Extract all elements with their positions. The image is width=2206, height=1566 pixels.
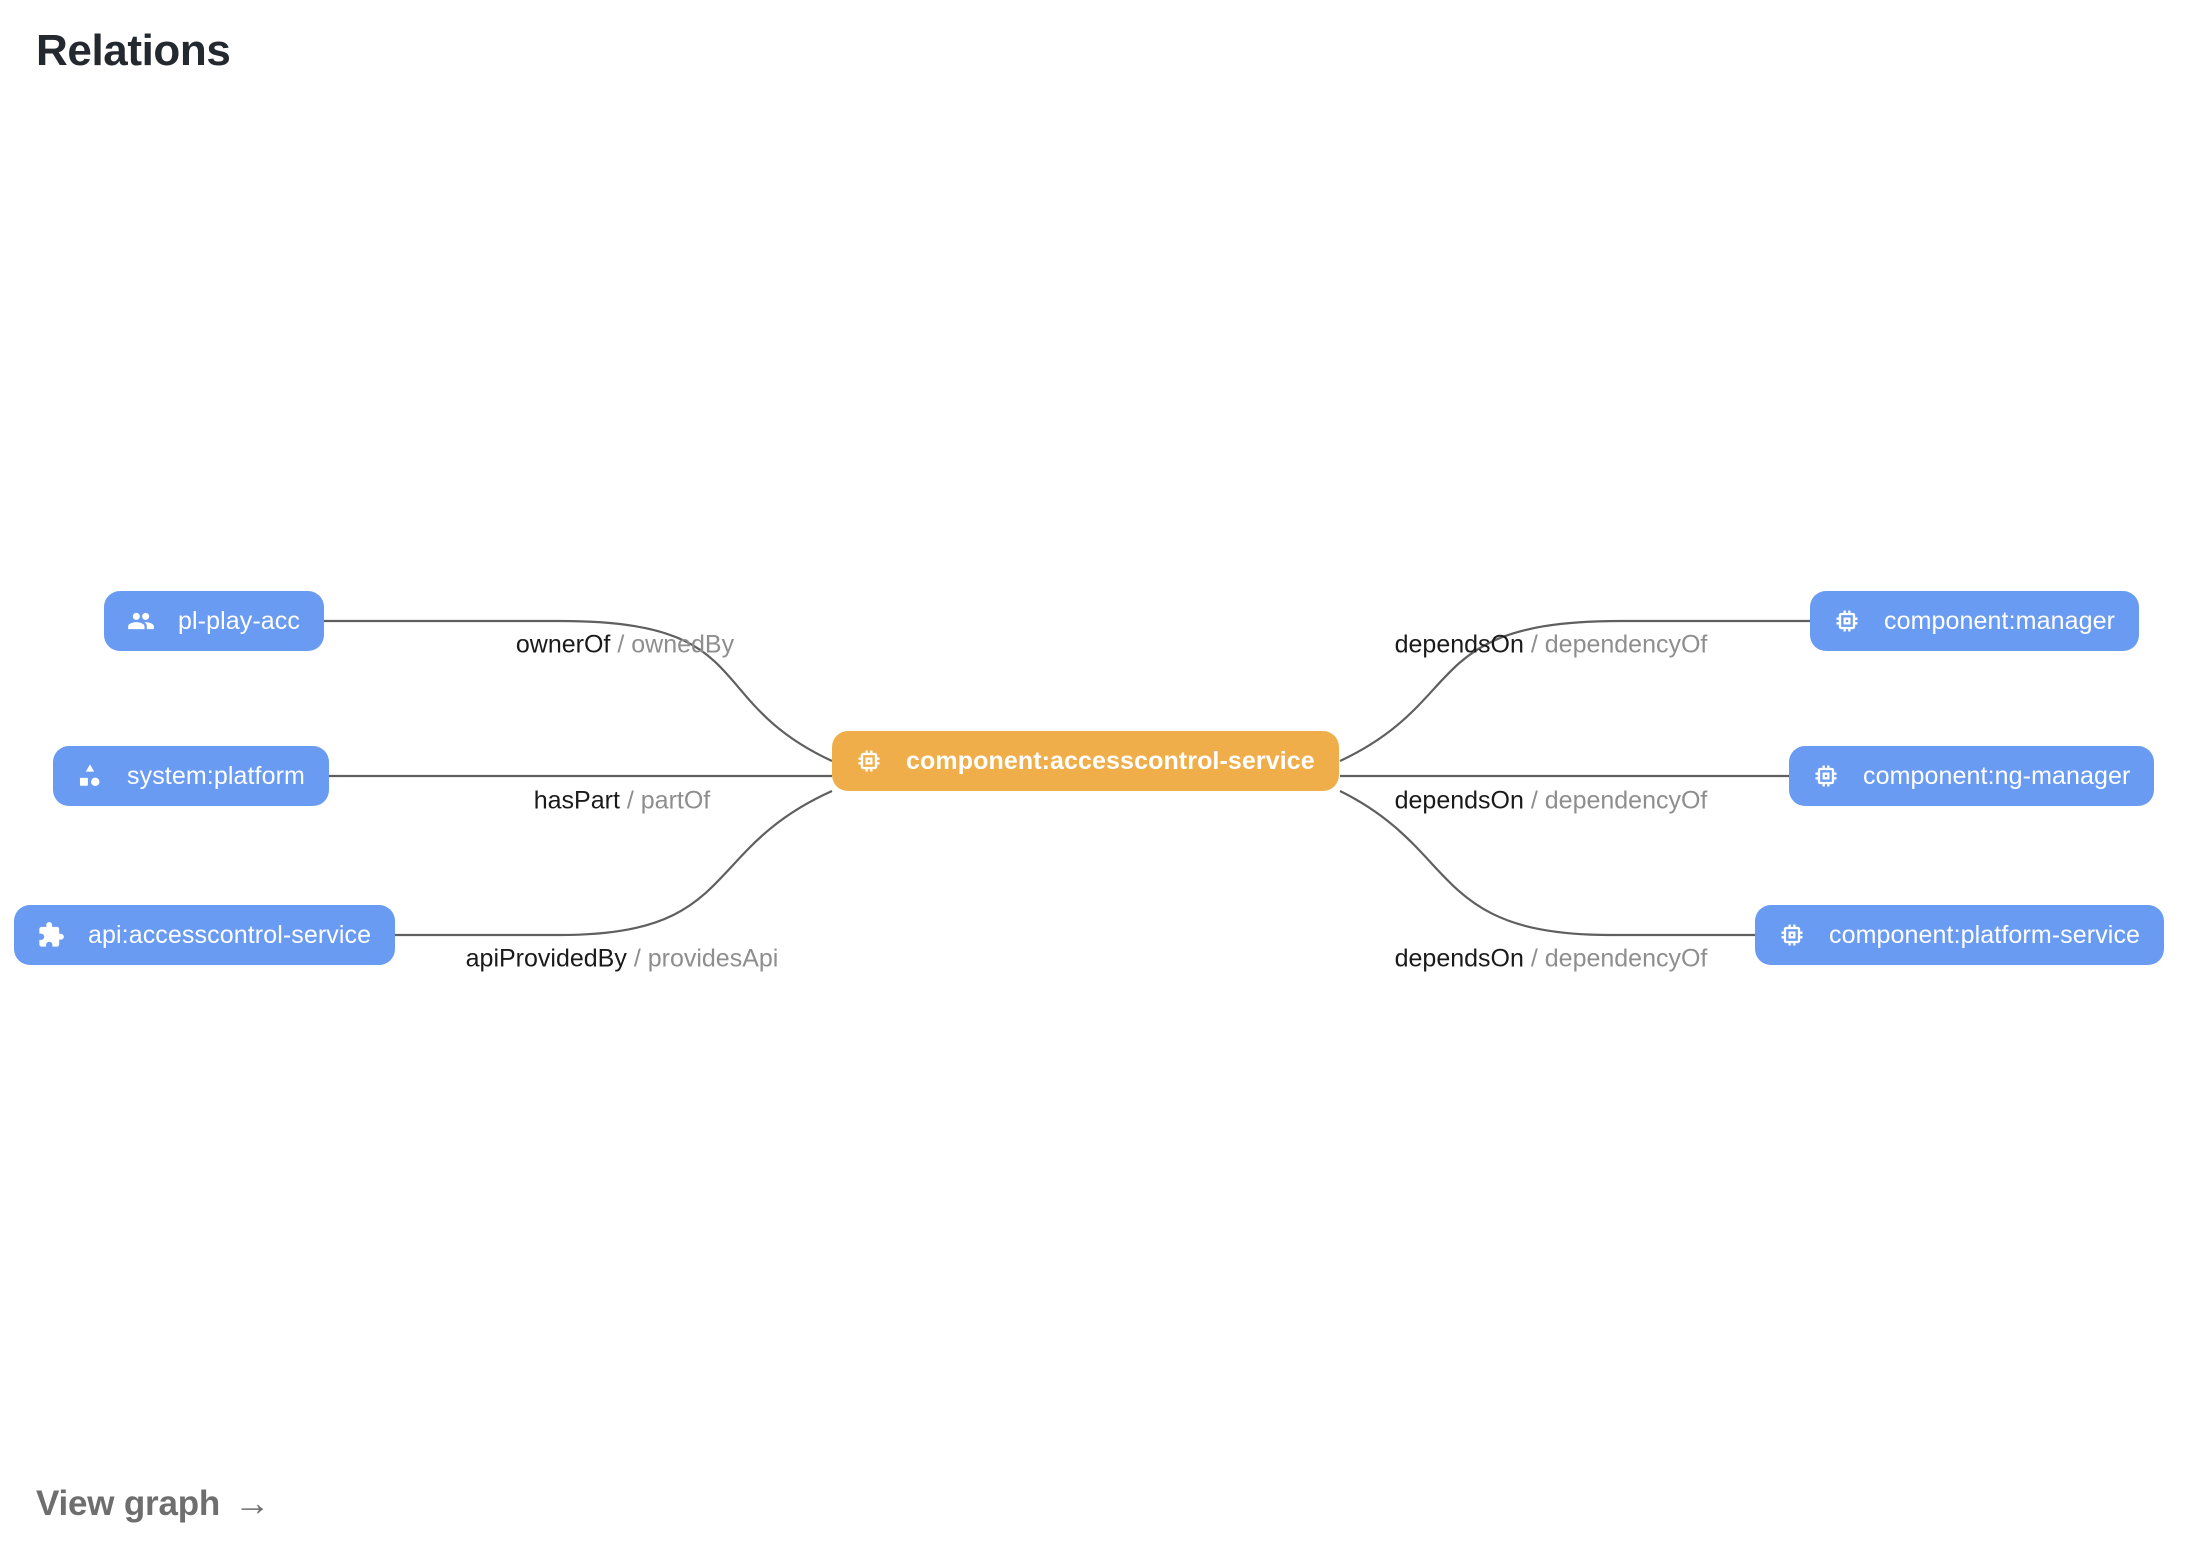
edge-label-separator: / <box>633 944 648 973</box>
edge-label-ownerOf: ownerOf / ownedBy <box>515 630 735 659</box>
arrow-right-icon: → <box>234 1482 270 1523</box>
edge-label-separator: / <box>1530 786 1545 815</box>
edge-label-reverse: dependencyOf <box>1544 630 1708 659</box>
graph-node-label: api:accesscontrol-service <box>88 920 372 949</box>
graph-node-label: component:ng-manager <box>1863 761 2131 790</box>
graph-node-system-platform[interactable]: system:platform <box>53 746 329 806</box>
edge-label-forward: apiProvidedBy <box>465 944 627 973</box>
edge-label-separator: / <box>1530 944 1545 973</box>
edge-label-reverse: ownedBy <box>631 630 735 659</box>
edge-label-forward: dependsOn <box>1394 630 1524 659</box>
edge-label-dependsOn-platform-service: dependsOn / dependencyOf <box>1394 944 1708 973</box>
edge-label-dependsOn-manager: dependsOn / dependencyOf <box>1394 630 1708 659</box>
edge-label-separator: / <box>626 786 641 815</box>
category-shapes-icon <box>75 761 105 791</box>
edge-label-reverse: dependencyOf <box>1544 944 1708 973</box>
edge-label-reverse: partOf <box>640 786 711 815</box>
graph-node-component-platform-service[interactable]: component:platform-service <box>1755 905 2165 965</box>
graph-node-label: pl-play-acc <box>178 606 300 635</box>
group-people-icon <box>126 606 156 636</box>
view-graph-link[interactable]: View graph → <box>36 1484 270 1524</box>
graph-node-component-manager[interactable]: component:manager <box>1810 591 2140 651</box>
edge-label-hasPart: hasPart / partOf <box>533 786 711 815</box>
view-graph-label: View graph <box>36 1484 221 1523</box>
graph-node-component-ng-manager[interactable]: component:ng-manager <box>1789 746 2155 806</box>
graph-node-api-accesscontrol-service[interactable]: api:accesscontrol-service <box>14 905 396 965</box>
edge-label-reverse: providesApi <box>647 944 779 973</box>
edge-path-dependsOn-platform-service <box>1339 790 1755 937</box>
edge-label-forward: dependsOn <box>1394 786 1524 815</box>
graph-node-pl-play-acc[interactable]: pl-play-acc <box>104 591 324 651</box>
memory-chip-icon <box>854 746 884 776</box>
edge-label-apiProvidedBy: apiProvidedBy / providesApi <box>465 944 779 973</box>
puzzle-extension-icon <box>36 920 66 950</box>
edge-label-dependsOn-ng-manager: dependsOn / dependencyOf <box>1394 786 1708 815</box>
edge-label-reverse: dependencyOf <box>1544 786 1708 815</box>
edge-path-dependsOn-manager <box>1339 619 1810 762</box>
graph-node-label: component:manager <box>1884 606 2116 635</box>
edge-label-separator: / <box>617 630 632 659</box>
edge-label-separator: / <box>1530 630 1545 659</box>
graph-node-focus-component-accesscontrol-service[interactable]: component:accesscontrol-service <box>832 731 1339 791</box>
memory-chip-icon <box>1832 606 1862 636</box>
edge-label-forward: hasPart <box>533 786 620 815</box>
memory-chip-icon <box>1777 920 1807 950</box>
edge-label-forward: dependsOn <box>1394 944 1524 973</box>
memory-chip-icon <box>1811 761 1841 791</box>
page-title: Relations <box>36 26 231 75</box>
edge-label-forward: ownerOf <box>515 630 611 659</box>
graph-node-label: component:accesscontrol-service <box>906 746 1315 775</box>
graph-node-label: system:platform <box>127 761 305 790</box>
graph-node-label: component:platform-service <box>1829 920 2141 949</box>
